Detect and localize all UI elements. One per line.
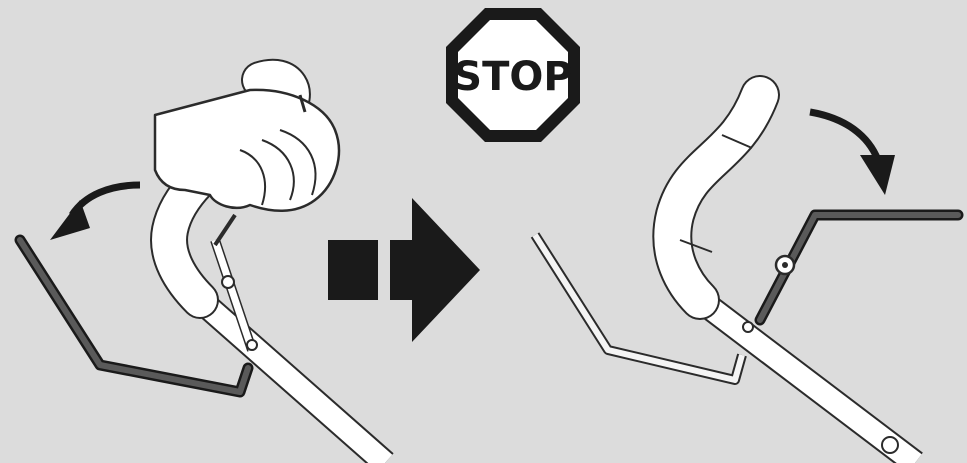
curved-arrow-icon [809, 108, 895, 195]
curved-arrow-icon [50, 181, 141, 240]
released-lever [530, 232, 747, 385]
bail-lever-icon [754, 209, 964, 326]
left-panel [14, 58, 394, 463]
stop-sign: STOP [446, 8, 580, 142]
stop-sign-text: STOP [453, 54, 572, 100]
right-panel [530, 75, 964, 463]
left-handle-frame [191, 238, 394, 463]
square-icon [328, 240, 378, 300]
bail-lever-icon [14, 213, 254, 398]
right-arrow-icon [390, 198, 480, 342]
hand-icon [153, 88, 341, 212]
center-arrow [328, 198, 480, 342]
right-handle-grip [652, 75, 780, 320]
right-handle-frame [692, 289, 923, 463]
stop-sign-face [458, 20, 568, 130]
